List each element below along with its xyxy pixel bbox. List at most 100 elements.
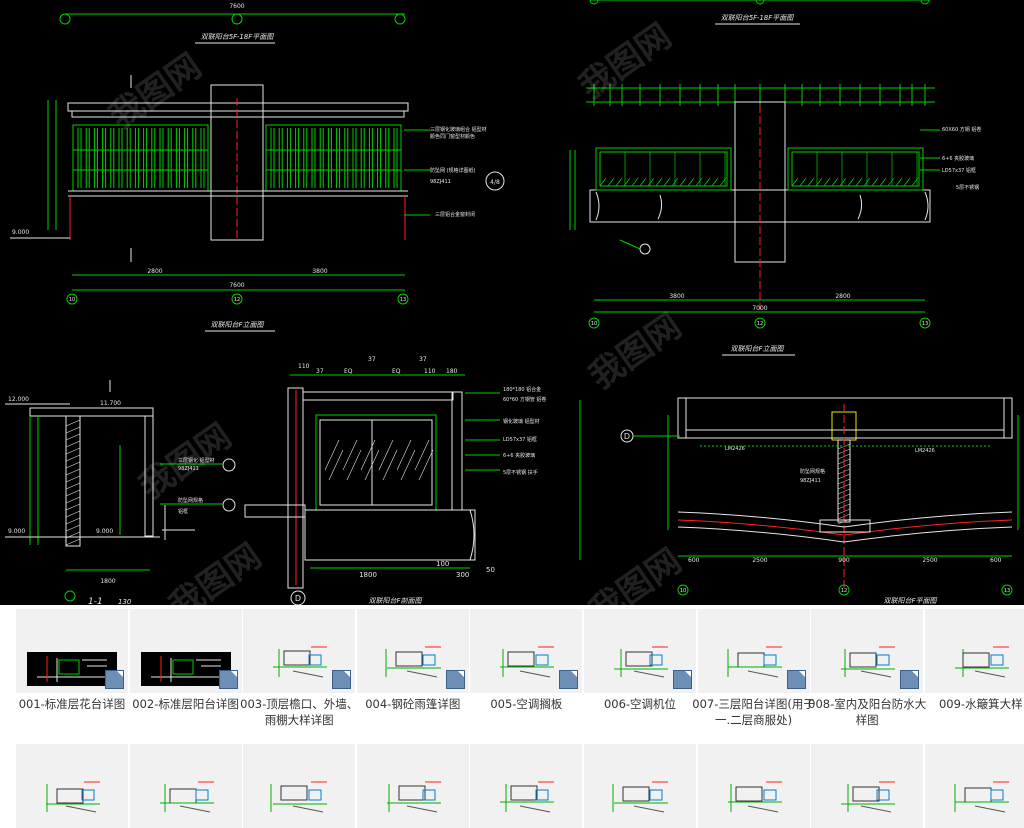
svg-text:三层钢化玻璃组合 铝型材: 三层钢化玻璃组合 铝型材 xyxy=(430,126,487,133)
svg-text:3800: 3800 xyxy=(669,293,684,300)
thumbnail-image[interactable] xyxy=(811,609,924,693)
svg-text:6+6 夹胶玻璃: 6+6 夹胶玻璃 xyxy=(503,452,535,459)
dim-2800: 2800 xyxy=(147,268,162,275)
svg-text:12: 12 xyxy=(757,321,763,327)
svg-text:7000: 7000 xyxy=(752,305,767,312)
dim-top-7600: 7600 xyxy=(229,3,244,10)
title-section-middle: 双联阳台F剖面图 xyxy=(368,597,422,605)
svg-text:LM2426: LM2426 xyxy=(725,446,745,452)
thumbnail-image[interactable] xyxy=(16,609,128,693)
svg-text:D: D xyxy=(624,432,630,441)
thumbnail-image[interactable] xyxy=(584,744,696,828)
svg-text:98ZJ411: 98ZJ411 xyxy=(178,466,199,472)
file-type-icon xyxy=(218,670,238,689)
thumbnail-caption[interactable]: 006-空调机位 xyxy=(603,697,677,711)
svg-text:2500: 2500 xyxy=(922,557,937,564)
svg-text:6+6 夹胶玻璃: 6+6 夹胶玻璃 xyxy=(942,155,974,162)
thumbnail-caption[interactable]: 003-顶层檐口、外墙、雨棚大样详图 xyxy=(240,697,359,727)
svg-text:600: 600 xyxy=(688,557,700,564)
thumbnail-caption[interactable]: 004-钢砼雨篷详图 xyxy=(365,697,461,711)
svg-text:2800: 2800 xyxy=(835,293,850,300)
svg-text:13: 13 xyxy=(922,321,928,327)
svg-text:防坠网规格: 防坠网规格 xyxy=(800,468,825,475)
svg-text:12: 12 xyxy=(234,297,240,303)
section-label: 1-1 xyxy=(88,597,103,605)
thumbnail-image[interactable] xyxy=(356,744,469,828)
thumbnail-image[interactable] xyxy=(16,744,128,828)
svg-text:98ZJ411: 98ZJ411 xyxy=(430,179,451,185)
thumbnail-caption[interactable]: 001-标准层花台详图 xyxy=(18,697,126,711)
section-1-1: 12.000 11.700 9.000 9.000 三层钢化 铝型材 98ZJ4… xyxy=(5,380,236,605)
thumbnail-image[interactable] xyxy=(811,744,924,828)
svg-text:EQ: EQ xyxy=(392,368,401,375)
svg-text:13: 13 xyxy=(400,297,406,303)
svg-text:2500: 2500 xyxy=(752,557,767,564)
svg-text:我图网: 我图网 xyxy=(162,536,268,605)
thumbnail-image[interactable] xyxy=(356,609,469,693)
thumbnail-image[interactable] xyxy=(129,609,242,693)
svg-text:我图网: 我图网 xyxy=(572,16,678,107)
thumbnail-image[interactable] xyxy=(470,744,583,828)
svg-text:300: 300 xyxy=(456,571,469,579)
file-type-icon xyxy=(559,670,579,689)
thumbnail-image[interactable] xyxy=(924,744,1024,828)
thumbnail-caption[interactable]: 007-三层阳台详图(用于一.二层商服处) xyxy=(692,697,815,727)
svg-text:180*180 铝合金: 180*180 铝合金 xyxy=(503,386,541,393)
svg-text:10: 10 xyxy=(591,321,597,327)
thumbnail-image[interactable] xyxy=(697,609,810,693)
title-elevation: 双联阳台F立面图 xyxy=(210,321,264,329)
level-9000: 9.000 xyxy=(12,229,29,236)
svg-text:5层不锈钢 扶手: 5层不锈钢 扶手 xyxy=(503,469,538,476)
thumbnail-caption[interactable]: 009-水簸箕大样 xyxy=(938,697,1023,711)
svg-text:50: 50 xyxy=(486,566,495,574)
svg-text:600: 600 xyxy=(990,557,1002,564)
svg-text:9.000: 9.000 xyxy=(96,528,113,535)
thumbnail-caption[interactable]: 005-空调搁板 xyxy=(490,697,563,711)
svg-text:LM2426: LM2426 xyxy=(915,448,935,454)
section-middle: 110 37 EQ 37 EQ 37 110 180 180*180 铝合金 6… xyxy=(244,356,581,605)
title-plan-b: 双联阳台F立面图 xyxy=(730,345,784,353)
svg-text:37: 37 xyxy=(316,368,324,375)
svg-text:铝框: 铝框 xyxy=(178,508,188,515)
svg-text:颜色同门窗型材颜色: 颜色同门窗型材颜色 xyxy=(430,133,475,140)
thumbnail-image[interactable] xyxy=(243,744,356,828)
svg-text:我图网: 我图网 xyxy=(132,416,238,507)
thumbnail-image[interactable] xyxy=(243,609,356,693)
svg-text:LD57x37 铝框: LD57x37 铝框 xyxy=(942,167,976,174)
svg-text:三层钢化 铝型材: 三层钢化 铝型材 xyxy=(178,457,215,464)
thumbnail-image[interactable] xyxy=(584,609,696,693)
cad-drawing-canvas: 7600 双联阳台5F-18F平面图 9.000 三层钢化玻璃组合 铝型材 颜色… xyxy=(0,0,1024,605)
svg-text:防坠网规格: 防坠网规格 xyxy=(178,497,203,504)
svg-text:13: 13 xyxy=(1004,588,1010,594)
thumbnail-image[interactable] xyxy=(697,744,810,828)
cad-drawing: 7600 双联阳台5F-18F平面图 9.000 三层钢化玻璃组合 铝型材 颜色… xyxy=(5,0,1019,605)
file-type-icon xyxy=(900,670,920,689)
svg-text:EQ: EQ xyxy=(344,368,353,375)
elevation-left: 7600 双联阳台5F-18F平面图 9.000 三层钢化玻璃组合 铝型材 颜色… xyxy=(10,3,505,332)
svg-text:130: 130 xyxy=(118,598,132,605)
plan-right: 双联阳台5F-18F平面图 60X60 方钢 铝卷 6+6 夹胶玻璃 LD57x… xyxy=(569,0,981,356)
svg-text:钢化玻璃 铝型材: 钢化玻璃 铝型材 xyxy=(503,418,540,425)
svg-text:60X60 方钢 铝卷: 60X60 方钢 铝卷 xyxy=(942,126,981,133)
thumbnail-image[interactable] xyxy=(470,609,583,693)
svg-text:60*60 方钢管 铝卷: 60*60 方钢管 铝卷 xyxy=(503,396,546,403)
file-type-icon xyxy=(445,670,465,689)
svg-text:12.000: 12.000 xyxy=(8,396,29,403)
svg-text:我图网: 我图网 xyxy=(582,541,688,605)
svg-text:D: D xyxy=(295,594,301,603)
svg-text:11.700: 11.700 xyxy=(100,400,121,407)
svg-text:9.000: 9.000 xyxy=(8,528,25,535)
thumbnail-caption[interactable]: 008-室内及阳台防水大样图 xyxy=(808,697,927,727)
thumbnail-caption[interactable]: 002-标准层阳台详图 xyxy=(132,697,239,711)
dim-3800: 3800 xyxy=(312,268,327,275)
thumbnail-image[interactable] xyxy=(924,609,1024,693)
thumbnail-image[interactable] xyxy=(129,744,242,828)
svg-text:37: 37 xyxy=(368,356,376,363)
svg-text:37: 37 xyxy=(419,356,427,363)
svg-text:12: 12 xyxy=(841,588,847,594)
svg-text:5层不锈钢: 5层不锈钢 xyxy=(956,184,979,191)
watermarks: 我图网 我图网 我图网 我图网 我图网 我图网 xyxy=(102,16,688,605)
file-type-icon xyxy=(332,670,352,689)
svg-text:10: 10 xyxy=(69,297,75,303)
